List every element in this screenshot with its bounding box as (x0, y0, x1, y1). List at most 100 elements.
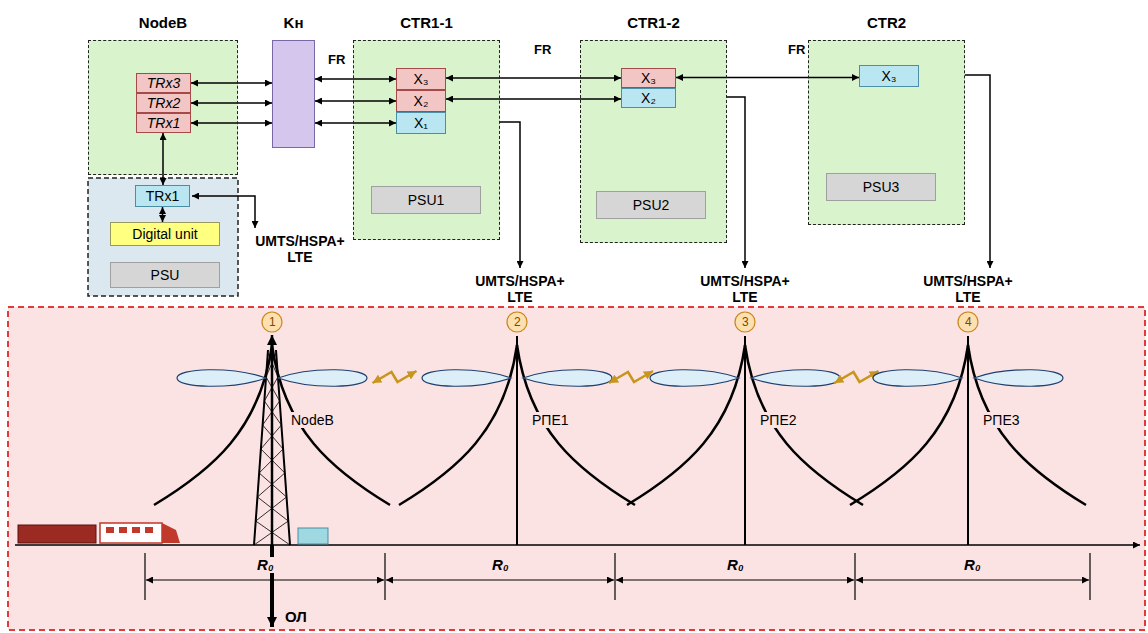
port-box: X₁ (396, 112, 446, 134)
interface-label: FR (328, 52, 345, 68)
antenna-lobe (873, 370, 962, 387)
coverage-arc (968, 345, 1086, 505)
port-box: X₃ (396, 68, 446, 90)
box-label: X₃ (641, 70, 656, 86)
coverage-arc (399, 345, 517, 505)
mast-arrow (271, 335, 274, 545)
antenna-lobe (278, 370, 367, 387)
site-label: РПЕ3 (980, 412, 1023, 428)
equipment-shelter (298, 528, 328, 544)
port-box: TRx1 (135, 185, 190, 207)
dimension-line (856, 579, 1089, 580)
link-arrow (191, 122, 272, 124)
callout-circle (262, 312, 282, 332)
transceiver-box: TRx2 (136, 93, 191, 113)
dimension-line (146, 579, 384, 580)
port-box: X₂ (396, 90, 446, 112)
callout-number: 1 (269, 314, 276, 330)
coverage-arc (517, 345, 635, 505)
box-label: TRx3 (147, 75, 180, 91)
mast (516, 336, 518, 545)
unit-container: CTR2X₃PSU3 (808, 40, 965, 225)
coverage-arc (627, 345, 745, 505)
rail-line (15, 544, 1140, 546)
antenna-lobe (650, 370, 739, 387)
link-arrow (676, 77, 859, 79)
site-label: NodeB (288, 412, 337, 428)
container-fill (353, 40, 500, 240)
digital-unit-box: Digital unit (110, 222, 220, 246)
box-label: TRx2 (147, 95, 180, 111)
port-box: X₃ (859, 65, 919, 87)
coverage-arc (272, 345, 390, 505)
power-supply-box: PSU (110, 262, 220, 288)
box-label: X₂ (414, 93, 429, 109)
box-label: TRx1 (147, 115, 180, 131)
link-arrow (315, 122, 396, 124)
antenna-lobe (974, 370, 1063, 387)
service-label: UMTS/HSPA+ LTE (464, 273, 576, 305)
power-supply-box: PSU2 (596, 191, 706, 219)
box-label: Digital unit (132, 226, 197, 242)
train-window (106, 527, 114, 533)
callout-number: 2 (514, 314, 521, 330)
dimension-line (616, 579, 854, 580)
power-supply-box: PSU3 (826, 173, 936, 201)
dimension-label: R₀ (961, 557, 984, 573)
unit-container: NodeBTRx3TRx2TRx1 (88, 40, 238, 175)
coverage-arc (745, 345, 863, 505)
dimension-tick (384, 553, 385, 600)
link-arrow (446, 98, 621, 100)
link-arrow (162, 207, 164, 222)
box-label: X₂ (641, 90, 656, 106)
site-label: РПЕ1 (529, 412, 572, 428)
radio-link-symbol (609, 371, 653, 383)
box-label: X₁ (414, 115, 428, 131)
power-supply-box: PSU1 (371, 186, 481, 214)
radio-link-symbol (835, 371, 879, 383)
train-wagon (100, 523, 162, 543)
mast (744, 336, 746, 545)
link-arrow (315, 78, 396, 80)
interface-label: FR (534, 42, 551, 58)
link-arrow (162, 133, 164, 185)
box-label: PSU3 (863, 179, 900, 195)
box-label: X₃ (881, 68, 896, 84)
interface-label: FR (788, 42, 805, 58)
unit-container: CTR1-2X₃X₂PSU2 (580, 40, 727, 243)
box-label: TRx1 (146, 188, 179, 204)
train-window (119, 527, 127, 533)
radio-link-symbol (373, 371, 417, 383)
callout-circle (958, 312, 978, 332)
link-arrow (191, 82, 272, 84)
antenna-lobe (523, 370, 612, 387)
unit-title: Kн (284, 14, 304, 32)
dimension-tick (144, 553, 145, 600)
dimension-tick (1089, 553, 1090, 600)
connectors (163, 78, 860, 223)
transceiver-box: TRx1 (136, 113, 191, 133)
service-label: UMTS/HSPA+ LTE (689, 273, 801, 305)
service-label: UMTS/HSPA+ LTE (244, 233, 356, 265)
coverage-panel (8, 307, 1145, 630)
dimension-label: R₀ (489, 557, 512, 573)
port-box: X₂ (621, 88, 676, 108)
dimension-label: R₀ (724, 557, 747, 573)
train-window (145, 527, 153, 533)
antenna-lobe (177, 370, 266, 387)
antenna-lobe (422, 370, 511, 387)
box-label: PSU2 (633, 197, 670, 213)
box-label: PSU1 (408, 192, 445, 208)
link-arrow (315, 100, 396, 102)
unit-title: CTR2 (867, 14, 906, 32)
callout-circle (735, 312, 755, 332)
train-cab (162, 523, 180, 543)
port-box: X₃ (621, 68, 676, 88)
dimension-tick (854, 553, 855, 600)
combiner-box: Kн (272, 40, 315, 148)
railway-scene (15, 312, 1140, 627)
leader-arrow (192, 196, 255, 228)
unit-container: CTR1-1X₃X₂X₁PSU1 (353, 40, 500, 240)
